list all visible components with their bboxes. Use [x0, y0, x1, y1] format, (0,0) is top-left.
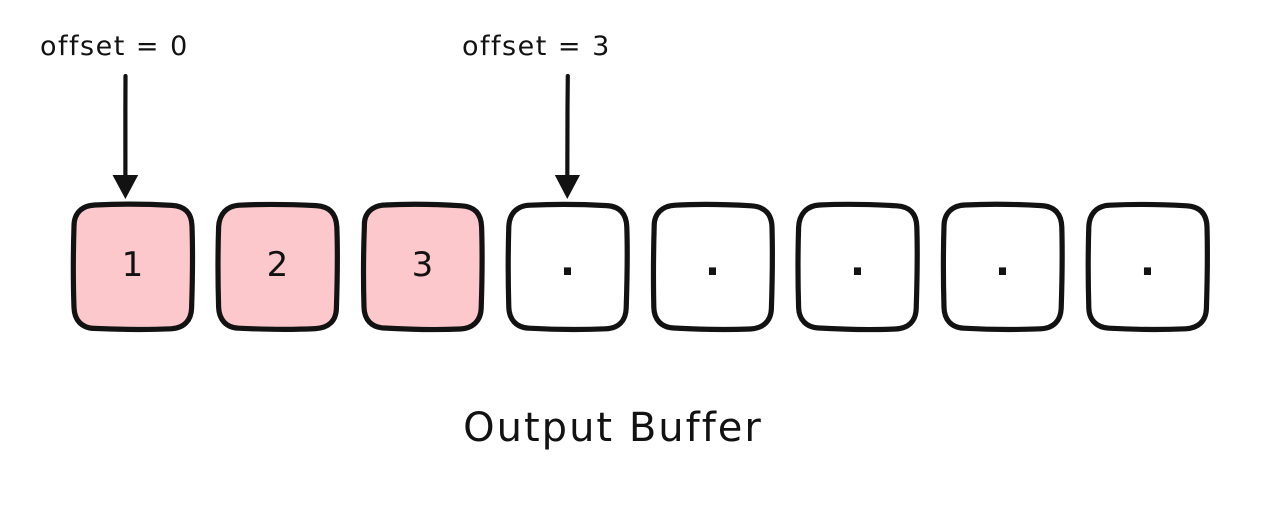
output-buffer-row: 1 2 3 . .	[68, 200, 1215, 338]
buffer-cell[interactable]: .	[648, 200, 777, 334]
buffer-cell-value: .	[849, 239, 866, 285]
buffer-cell-value: .	[1139, 239, 1156, 285]
buffer-cell[interactable]: .	[503, 200, 632, 334]
annotation-label-offset-3: offset = 3	[462, 31, 611, 62]
annotation-label-offset-0: offset = 0	[40, 31, 189, 62]
buffer-cell[interactable]: .	[1083, 200, 1212, 334]
buffer-cell[interactable]: 1	[68, 200, 197, 334]
buffer-cell-value: 2	[266, 245, 289, 285]
buffer-cell-value: .	[559, 239, 576, 285]
buffer-cell-value: .	[704, 239, 721, 285]
buffer-cell[interactable]: .	[938, 200, 1067, 334]
buffer-cell[interactable]: 2	[213, 200, 342, 334]
buffer-cell-value: .	[994, 239, 1011, 285]
arrow-offset-3-icon	[554, 73, 580, 199]
buffer-cell[interactable]: 3	[358, 200, 487, 334]
diagram-caption: Output Buffer	[463, 405, 763, 451]
buffer-cell[interactable]: .	[793, 200, 922, 334]
arrow-offset-0-icon	[112, 73, 139, 199]
buffer-cell-value: 1	[121, 245, 144, 285]
buffer-cell-value: 3	[411, 245, 434, 285]
